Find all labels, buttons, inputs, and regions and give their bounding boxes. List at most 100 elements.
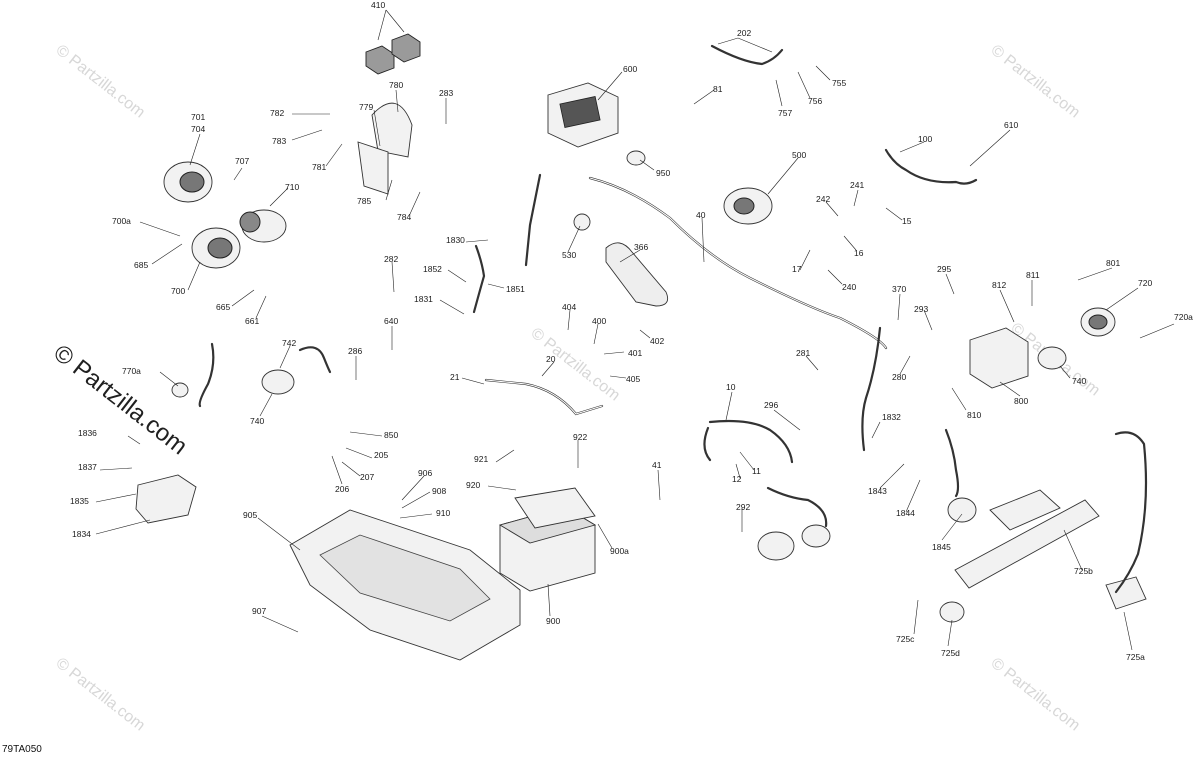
callout-785[interactable]: 785 <box>357 196 371 206</box>
callout-241[interactable]: 241 <box>850 180 864 190</box>
callout-286[interactable]: 286 <box>348 346 362 356</box>
callout-1836[interactable]: 1836 <box>78 428 97 438</box>
callout-202[interactable]: 202 <box>737 28 751 38</box>
callout-782[interactable]: 782 <box>270 108 284 118</box>
callout-905[interactable]: 905 <box>243 510 257 520</box>
callout-530[interactable]: 530 <box>562 250 576 260</box>
callout-283[interactable]: 283 <box>439 88 453 98</box>
callout-12[interactable]: 12 <box>732 474 742 484</box>
callout-1830[interactable]: 1830 <box>446 235 465 245</box>
callout-15[interactable]: 15 <box>902 216 912 226</box>
callout-921[interactable]: 921 <box>474 454 488 464</box>
callout-742[interactable]: 742 <box>282 338 296 348</box>
callout-720a[interactable]: 720a <box>1174 312 1193 322</box>
callout-1845[interactable]: 1845 <box>932 542 951 552</box>
callout-700[interactable]: 700 <box>171 286 185 296</box>
callout-811[interactable]: 811 <box>1026 270 1040 280</box>
callout-908[interactable]: 908 <box>432 486 446 496</box>
callout-665[interactable]: 665 <box>216 302 230 312</box>
callout-17[interactable]: 17 <box>792 264 802 274</box>
callout-950[interactable]: 950 <box>656 168 670 178</box>
callout-1837[interactable]: 1837 <box>78 462 97 472</box>
callout-900[interactable]: 900 <box>546 616 560 626</box>
callout-1844[interactable]: 1844 <box>896 508 915 518</box>
callout-900a[interactable]: 900a <box>610 546 629 556</box>
callout-780[interactable]: 780 <box>389 80 403 90</box>
callout-600[interactable]: 600 <box>623 64 637 74</box>
callout-401[interactable]: 401 <box>628 348 642 358</box>
callout-1831[interactable]: 1831 <box>414 294 433 304</box>
callout-720[interactable]: 720 <box>1138 278 1152 288</box>
callout-1834[interactable]: 1834 <box>72 529 91 539</box>
callout-850[interactable]: 850 <box>384 430 398 440</box>
callout-725b[interactable]: 725b <box>1074 566 1093 576</box>
callout-292[interactable]: 292 <box>736 502 750 512</box>
callout-755[interactable]: 755 <box>832 78 846 88</box>
callout-40[interactable]: 40 <box>696 210 706 220</box>
callout-240[interactable]: 240 <box>842 282 856 292</box>
callout-910[interactable]: 910 <box>436 508 450 518</box>
callout-293[interactable]: 293 <box>914 304 928 314</box>
callout-725c[interactable]: 725c <box>896 634 915 644</box>
callout-770a[interactable]: 770a <box>122 366 141 376</box>
callout-783[interactable]: 783 <box>272 136 286 146</box>
callout-10[interactable]: 10 <box>726 382 736 392</box>
callout-906[interactable]: 906 <box>418 468 432 478</box>
callout-640[interactable]: 640 <box>384 316 398 326</box>
callout-800[interactable]: 800 <box>1014 396 1028 406</box>
callout-404[interactable]: 404 <box>562 302 576 312</box>
callout-922[interactable]: 922 <box>573 432 587 442</box>
callout-16[interactable]: 16 <box>854 248 864 258</box>
callout-757[interactable]: 757 <box>778 108 792 118</box>
callout-366[interactable]: 366 <box>634 242 648 252</box>
callout-242[interactable]: 242 <box>816 194 830 204</box>
callout-907[interactable]: 907 <box>252 606 266 616</box>
callout-206[interactable]: 206 <box>335 484 349 494</box>
callout-400[interactable]: 400 <box>592 316 606 326</box>
callout-281[interactable]: 281 <box>796 348 810 358</box>
callout-701[interactable]: 701 <box>191 112 205 122</box>
callout-1835[interactable]: 1835 <box>70 496 89 506</box>
callout-610[interactable]: 610 <box>1004 120 1018 130</box>
callout-784[interactable]: 784 <box>397 212 411 222</box>
callout-205[interactable]: 205 <box>374 450 388 460</box>
callout-781[interactable]: 781 <box>312 162 326 172</box>
callout-810[interactable]: 810 <box>967 410 981 420</box>
callout-779[interactable]: 779 <box>359 102 373 112</box>
callout-704[interactable]: 704 <box>191 124 205 134</box>
callout-402[interactable]: 402 <box>650 336 664 346</box>
callout-410[interactable]: 410 <box>371 0 385 10</box>
callout-405[interactable]: 405 <box>626 374 640 384</box>
callout-920[interactable]: 920 <box>466 480 480 490</box>
callout-81[interactable]: 81 <box>713 84 723 94</box>
callout-370[interactable]: 370 <box>892 284 906 294</box>
diagram-reference-code: 79TA050 <box>2 744 42 755</box>
callout-801[interactable]: 801 <box>1106 258 1120 268</box>
callout-1832[interactable]: 1832 <box>882 412 901 422</box>
callout-661[interactable]: 661 <box>245 316 259 326</box>
callout-725a[interactable]: 725a <box>1126 652 1145 662</box>
callout-1851[interactable]: 1851 <box>506 284 525 294</box>
callout-21[interactable]: 21 <box>450 372 460 382</box>
callout-20[interactable]: 20 <box>546 354 556 364</box>
callout-280[interactable]: 280 <box>892 372 906 382</box>
callout-740-left[interactable]: 740 <box>250 416 264 426</box>
callout-296[interactable]: 296 <box>764 400 778 410</box>
callout-700a[interactable]: 700a <box>112 216 131 226</box>
callout-207[interactable]: 207 <box>360 472 374 482</box>
callout-500[interactable]: 500 <box>792 150 806 160</box>
callout-812[interactable]: 812 <box>992 280 1006 290</box>
callout-1843[interactable]: 1843 <box>868 486 887 496</box>
callout-740-right[interactable]: 740 <box>1072 376 1086 386</box>
callout-685[interactable]: 685 <box>134 260 148 270</box>
callout-710[interactable]: 710 <box>285 182 299 192</box>
callout-11[interactable]: 11 <box>752 466 761 476</box>
callout-756[interactable]: 756 <box>808 96 822 106</box>
callout-1852[interactable]: 1852 <box>423 264 442 274</box>
callout-295[interactable]: 295 <box>937 264 951 274</box>
callout-707[interactable]: 707 <box>235 156 249 166</box>
callout-41[interactable]: 41 <box>652 460 662 470</box>
callout-282[interactable]: 282 <box>384 254 398 264</box>
callout-100[interactable]: 100 <box>918 134 932 144</box>
callout-725d[interactable]: 725d <box>941 648 960 658</box>
